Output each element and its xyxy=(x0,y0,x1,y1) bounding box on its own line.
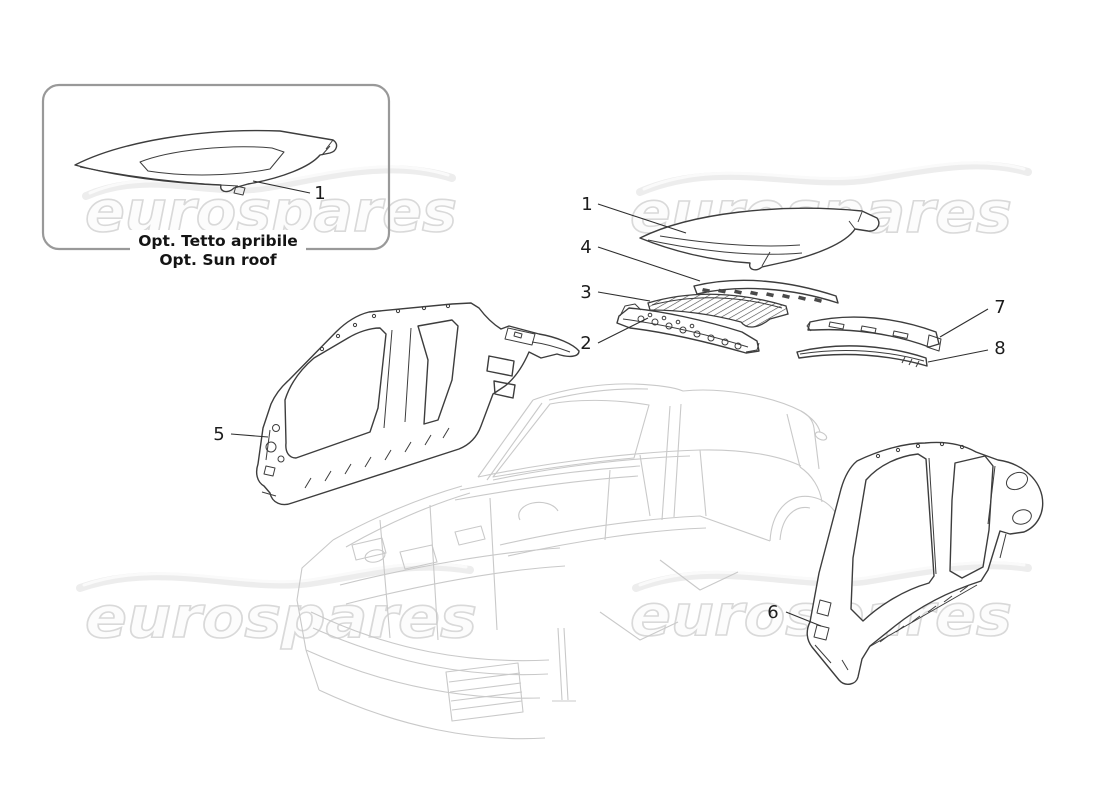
swoosh-highlight-icon xyxy=(642,161,1026,191)
callout-2: 2 xyxy=(580,317,649,354)
part-left-bodyside-frame xyxy=(255,302,580,506)
watermark-bottom-left: eurospares xyxy=(76,562,478,652)
callout-6: 6 xyxy=(767,602,822,627)
callout-3: 3 xyxy=(580,282,651,303)
callout-2-label[interactable]: 2 xyxy=(580,333,591,354)
callout-2-leader xyxy=(597,317,649,344)
callout-5-label[interactable]: 5 xyxy=(213,424,224,445)
callout-5-leader xyxy=(230,433,269,438)
body-shell-sketch xyxy=(296,383,845,740)
callout-4: 4 xyxy=(580,237,701,282)
sunroof-option-inset: Opt. Tetto apribile Opt. Sun roof 1 xyxy=(41,83,391,269)
part-roof-bow-hatched xyxy=(647,293,789,328)
callout-3-leader xyxy=(597,291,651,302)
callout-7: 7 xyxy=(939,297,1006,338)
inset-callout-label[interactable]: 1 xyxy=(314,183,325,204)
part-roof-trim-strip xyxy=(806,316,942,352)
sunroof-panel-drawing xyxy=(74,129,338,196)
part-rear-crossmember-upper xyxy=(693,279,839,304)
callout-5: 5 xyxy=(213,424,269,445)
inset-caption-italian: Opt. Tetto apribile xyxy=(138,232,298,250)
watermark-top-left: eurospares xyxy=(82,165,458,246)
callout-8: 8 xyxy=(927,338,1006,363)
callout-1-label[interactable]: 1 xyxy=(581,194,592,215)
callout-4-label[interactable]: 4 xyxy=(580,237,591,258)
swoosh-highlight-icon xyxy=(638,561,1026,587)
part-front-crossmember xyxy=(616,303,760,354)
caption-mask xyxy=(130,230,306,252)
part-right-bodyside-frame xyxy=(806,441,1044,685)
inset-caption-english: Opt. Sun roof xyxy=(159,251,277,269)
swoosh-icon xyxy=(636,161,1032,196)
callout-6-leader xyxy=(785,611,822,627)
callout-4-leader xyxy=(597,246,701,282)
callout-1: 1 xyxy=(581,194,687,234)
swoosh-icon xyxy=(632,561,1032,592)
swoosh-highlight-icon xyxy=(82,562,468,587)
callout-7-label[interactable]: 7 xyxy=(994,297,1005,318)
callout-8-leader xyxy=(927,349,989,363)
part-roof-panel xyxy=(639,207,880,271)
inset-callout-leader xyxy=(252,180,311,194)
callout-1-leader xyxy=(597,203,687,234)
part-roof-trim-strip-lower xyxy=(796,345,928,368)
callout-3-label[interactable]: 3 xyxy=(580,282,591,303)
swoosh-icon xyxy=(82,165,456,200)
callouts: 1 4 3 2 7 8 5 6 xyxy=(213,194,1006,627)
watermark-text: eurospares xyxy=(85,179,457,245)
watermark-text: eurospares xyxy=(85,585,477,651)
callout-7-leader xyxy=(939,308,989,338)
callout-8-label[interactable]: 8 xyxy=(994,338,1005,359)
left-frame-details xyxy=(261,303,571,497)
callout-6-label[interactable]: 6 xyxy=(767,602,778,623)
right-frame-details xyxy=(813,441,1032,671)
